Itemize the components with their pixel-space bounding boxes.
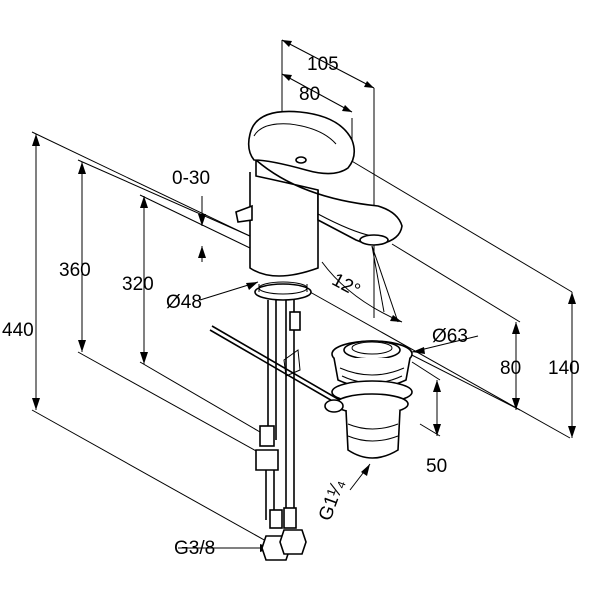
dimension-lines bbox=[32, 39, 576, 552]
dim-320-label: 320 bbox=[122, 274, 154, 295]
dim-63-label: Ø63 bbox=[432, 326, 468, 347]
extension-lines bbox=[31, 40, 573, 547]
hoses bbox=[209, 300, 351, 561]
thread-g38-label: G3/8 bbox=[174, 538, 215, 559]
dim-440-label: 440 bbox=[2, 320, 34, 341]
angle-12-label: 12° bbox=[328, 270, 363, 302]
faucet bbox=[235, 110, 403, 301]
dim-80-top-label: 80 bbox=[299, 84, 320, 105]
dim-48-label: Ø48 bbox=[166, 292, 202, 313]
popup-waste bbox=[324, 340, 413, 459]
dim-0-30-label: 0-30 bbox=[172, 168, 210, 189]
dim-50-label: 50 bbox=[426, 456, 447, 477]
dim-140-label: 140 bbox=[548, 358, 580, 379]
thread-g114-label: G1¹⁄₄ bbox=[315, 476, 349, 523]
dim-80-right-label: 80 bbox=[500, 358, 521, 379]
dim-360-label: 360 bbox=[59, 260, 91, 281]
dim-105-label: 105 bbox=[307, 54, 339, 75]
